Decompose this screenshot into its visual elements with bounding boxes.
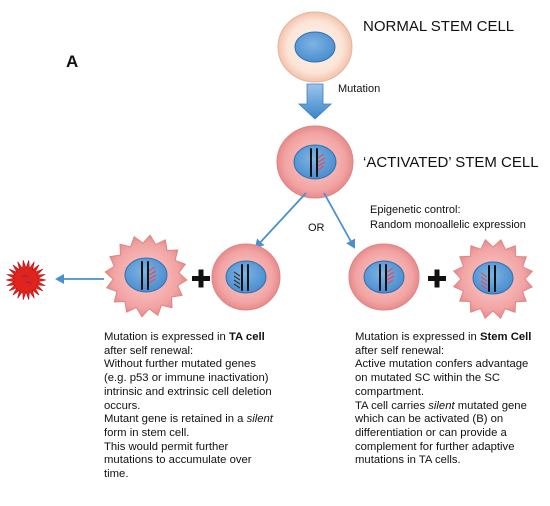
left-line: Mutation is expressed in TA cell (104, 331, 265, 343)
or-label: OR (308, 222, 325, 234)
left-explanation: Mutation is expressed in TA cell after s… (104, 331, 273, 482)
left-line: mutations to accumulate over (104, 454, 252, 467)
right-line: on mutated SC within the SC (355, 372, 501, 385)
left-line: Mutant gene is retained in a silent (104, 413, 273, 426)
mutation-label: Mutation (338, 83, 381, 95)
left-line: intrinsic and extrinsic cell deletion (104, 385, 272, 398)
epigenetic-label-line1: Epigenetic control: (370, 204, 461, 216)
dead-cell (5, 260, 47, 300)
right-expressing-stem-cell (348, 243, 420, 311)
left-silent-stem-cell (211, 243, 281, 311)
left-line: after self renewal: (104, 344, 194, 357)
nucleus (225, 260, 267, 294)
activated-stem-cell-label: ‘ACTIVATED’ STEM CELL (363, 154, 539, 171)
left-line: Without further mutated genes (104, 358, 256, 371)
left-line: time. (104, 468, 129, 481)
left-line: occurs. (104, 399, 141, 412)
epigenetic-label-line2: Random monoallelic expression (370, 219, 526, 231)
panel-letter: A (66, 52, 79, 71)
left-line: (e.g. p53 or immune inactivation) (104, 372, 269, 385)
mutation-arrow (297, 83, 333, 120)
right-explanation: Mutation is expressed in Stem Cell after… (355, 331, 531, 468)
nucleus (124, 257, 168, 293)
nucleus (363, 260, 405, 294)
right-ta-cell (452, 238, 534, 320)
right-line: differentiation or can provide a (355, 426, 507, 439)
right-line: after self renewal: (355, 344, 445, 357)
normal-stem-cell-label: NORMAL STEM CELL (363, 18, 515, 35)
right-line: mutations in TA cells. (355, 454, 461, 467)
right-plus-icon (428, 269, 446, 288)
normal-stem-cell (277, 11, 353, 83)
right-line: which can be activated (B) on (355, 413, 504, 426)
chromosomes (310, 148, 318, 177)
left-ta-cell (104, 234, 188, 318)
activated-stem-cell (276, 125, 354, 199)
branch-arrows (254, 192, 355, 249)
nucleus (293, 144, 337, 180)
left-plus-icon (192, 269, 210, 288)
mutation-hatch (317, 153, 326, 171)
nucleus (294, 31, 336, 63)
right-line: complement for further adaptive (355, 440, 515, 453)
right-line: TA cell carries silent mutated gene (355, 399, 527, 412)
left-line: This would permit further (104, 440, 229, 453)
right-line: Active mutation confers advantage (355, 358, 529, 371)
nucleus (472, 261, 514, 295)
right-line: compartment. (355, 385, 425, 398)
left-line: form in stem cell. (104, 426, 190, 439)
right-line: Mutation is expressed in Stem Cell (355, 331, 532, 343)
